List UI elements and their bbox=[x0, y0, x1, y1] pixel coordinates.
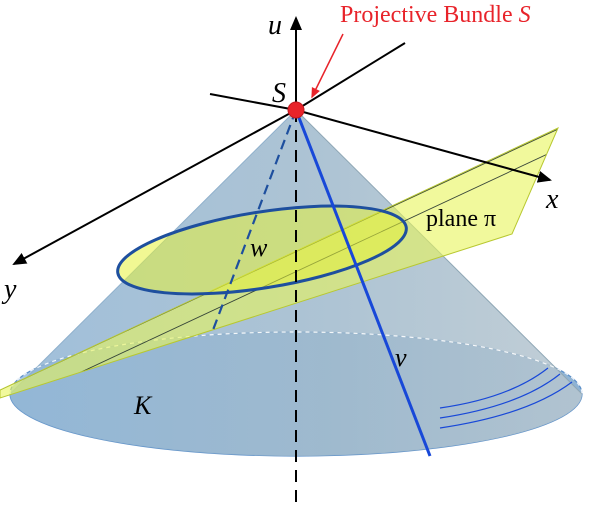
x-axis-back bbox=[209, 93, 297, 111]
label-plane: plane π bbox=[426, 206, 496, 232]
label-K: K bbox=[133, 391, 153, 420]
apex-point bbox=[287, 101, 305, 119]
y-axis-back bbox=[295, 42, 406, 111]
label-u: u bbox=[268, 10, 282, 41]
label-S: S bbox=[272, 78, 286, 109]
label-x: x bbox=[545, 184, 559, 215]
label-y: y bbox=[1, 274, 17, 305]
ray-v bbox=[294, 109, 432, 457]
conic-section-ellipse bbox=[116, 204, 408, 296]
label-w: w bbox=[250, 233, 268, 262]
y-axis bbox=[12, 109, 297, 265]
rotation-arcs bbox=[439, 367, 573, 429]
title-label: Projective Bundle S bbox=[340, 2, 531, 28]
x-axis bbox=[295, 109, 552, 183]
title-pointer-arrow bbox=[311, 33, 344, 99]
label-v: v bbox=[395, 343, 407, 372]
dashed-generator bbox=[211, 109, 298, 331]
